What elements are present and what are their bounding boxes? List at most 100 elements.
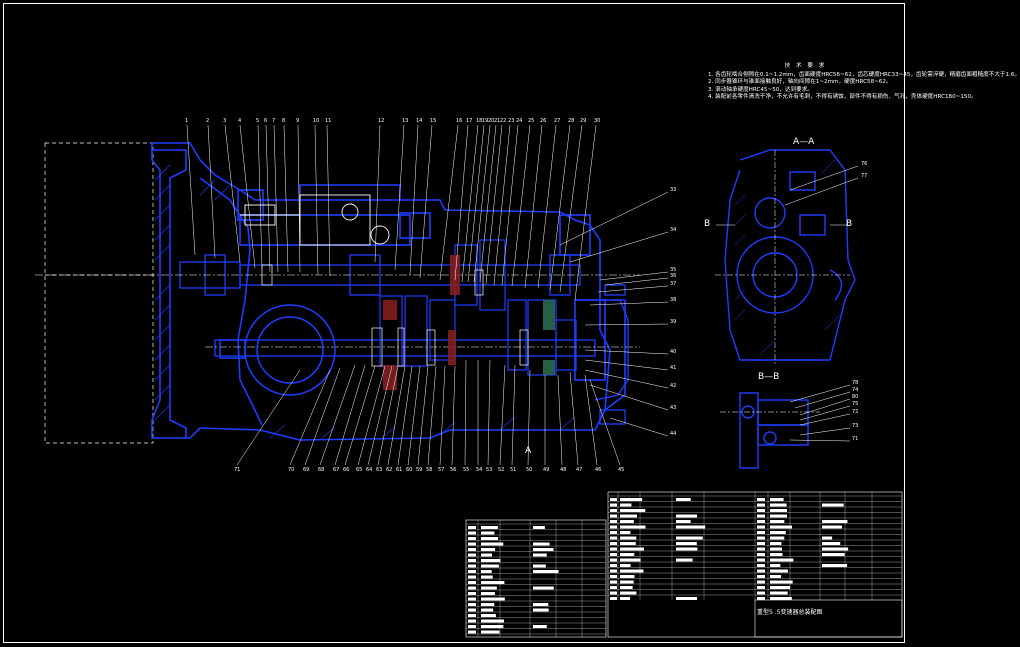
rear-cover bbox=[575, 284, 629, 425]
parts-list-entry bbox=[620, 509, 646, 512]
housing-hatching bbox=[154, 164, 576, 441]
parts-list-entry bbox=[481, 614, 496, 617]
balloon-bottom-65: 65 bbox=[356, 467, 363, 473]
balloon-bottom-71: 71 bbox=[234, 467, 241, 473]
balloon-view_a-76: 76 bbox=[861, 161, 868, 167]
parts-list-entry bbox=[481, 603, 495, 606]
leader-lines-top bbox=[186, 124, 597, 301]
balloon-top-15: 15 bbox=[430, 118, 437, 124]
parts-list-entry bbox=[770, 553, 783, 556]
balloon-top-26: 26 bbox=[540, 118, 547, 124]
parts-list-entry bbox=[757, 553, 765, 556]
parts-list-entry bbox=[533, 570, 559, 573]
parts-list-entry bbox=[676, 525, 706, 529]
section-a-a-hatch bbox=[734, 159, 841, 356]
balloon-top-9: 9 bbox=[296, 118, 300, 124]
balloon-top-10: 10 bbox=[313, 118, 320, 124]
balloon-top-28: 28 bbox=[568, 118, 575, 124]
parts-list-entry bbox=[468, 548, 476, 551]
balloon-top-25: 25 bbox=[528, 118, 535, 124]
balloon-view_b-80: 80 bbox=[852, 394, 859, 400]
balloon-right-35: 35 bbox=[670, 267, 677, 273]
parts-list-entry bbox=[620, 569, 644, 573]
parts-list-entry bbox=[770, 569, 788, 573]
parts-list-entry bbox=[620, 553, 635, 556]
parts-list-entry bbox=[533, 553, 547, 557]
parts-list-entry bbox=[757, 564, 765, 567]
parts-list-entry bbox=[770, 547, 783, 551]
parts-list-entry bbox=[610, 531, 617, 534]
parts-list-entry bbox=[620, 591, 637, 595]
parts-list-entry bbox=[770, 597, 792, 600]
parts-list-entry bbox=[620, 514, 638, 518]
drawing-title: 重型5 .5变速器总装配图 bbox=[757, 609, 823, 616]
parts-list-entry bbox=[757, 509, 765, 512]
leader-lines-right bbox=[559, 191, 669, 437]
parts-list-entry bbox=[757, 525, 765, 529]
parts-list-entry bbox=[610, 597, 617, 600]
parts-list-entry bbox=[757, 597, 765, 600]
parts-list-entry bbox=[610, 536, 617, 540]
parts-list-entry bbox=[610, 547, 617, 551]
parts-list-entry bbox=[468, 592, 476, 595]
section-b-b-label: B—B bbox=[758, 372, 780, 382]
balloon-right-38: 38 bbox=[670, 297, 677, 303]
balloon-right-40: 40 bbox=[670, 349, 677, 355]
parts-list-entry bbox=[610, 498, 617, 501]
parts-list-entry bbox=[610, 514, 617, 518]
balloon-view_b-72: 72 bbox=[852, 409, 859, 415]
parts-list-entry bbox=[610, 580, 617, 584]
balloon-bottom-50: 50 bbox=[526, 467, 533, 473]
parts-list-entry bbox=[468, 630, 476, 634]
parts-list-entry bbox=[676, 520, 691, 523]
balloon-right-42: 42 bbox=[670, 383, 677, 389]
tech-requirement-4: 4. 装配前各零件清洗干净，不允许有毛刺，不得有锈蚀，部件不得有损伤、气孔，壳体… bbox=[708, 93, 977, 100]
parts-list-entry bbox=[533, 542, 550, 546]
balloon-top-22: 22 bbox=[500, 118, 507, 124]
parts-list-entry bbox=[481, 537, 499, 540]
balloon-right-39: 39 bbox=[670, 319, 677, 325]
parts-list-entry bbox=[468, 581, 476, 584]
balloon-view_b-71: 71 bbox=[852, 436, 859, 442]
parts-list-entry bbox=[620, 575, 635, 578]
balloon-top-11: 11 bbox=[325, 118, 332, 124]
parts-list-entry bbox=[481, 542, 504, 546]
parts-list-entry bbox=[468, 575, 476, 579]
parts-list-entry bbox=[481, 597, 505, 601]
balloon-top-20: 20 bbox=[488, 118, 495, 124]
parts-list-entry bbox=[757, 514, 765, 518]
balloon-bottom-54: 54 bbox=[476, 467, 483, 473]
parts-list-entry bbox=[770, 564, 781, 567]
balloon-bottom-69: 69 bbox=[303, 467, 310, 473]
parts-list-entry bbox=[620, 503, 632, 507]
parts-list-entry bbox=[770, 586, 790, 589]
balloon-bottom-56: 56 bbox=[450, 467, 457, 473]
balloon-bottom-55: 55 bbox=[463, 467, 470, 473]
balloon-right-43: 43 bbox=[670, 405, 677, 411]
balloon-top-6: 6 bbox=[264, 118, 268, 124]
shift-tower bbox=[240, 194, 390, 246]
transmission-assembly-drawing bbox=[35, 124, 903, 638]
leader-lines-bottom bbox=[236, 359, 621, 466]
balloon-right-33: 33 bbox=[670, 187, 677, 193]
parts-list-entry bbox=[468, 586, 476, 590]
parts-list-entry bbox=[620, 580, 634, 584]
section-a-a-label: A—A bbox=[793, 137, 815, 147]
parts-list-entry bbox=[822, 503, 844, 507]
balloon-view_b-73: 73 bbox=[852, 423, 859, 429]
parts-list-entry bbox=[770, 558, 794, 562]
balloon-bottom-67: 67 bbox=[333, 467, 340, 473]
parts-list-entry bbox=[610, 503, 617, 507]
parts-list-entry bbox=[620, 547, 644, 551]
balloon-bottom-62: 62 bbox=[386, 467, 393, 473]
balloon-view_b-75: 75 bbox=[852, 401, 859, 407]
balloon-right-44: 44 bbox=[670, 431, 677, 437]
parts-list-entry bbox=[822, 536, 833, 540]
parts-list-entry bbox=[468, 608, 476, 612]
parts-list-entry bbox=[676, 514, 698, 518]
parts-list-entry bbox=[468, 603, 476, 606]
section-b-b-lines bbox=[720, 384, 851, 442]
tech-requirements-title: 技 术 要 求 bbox=[784, 63, 827, 69]
parts-list-entry bbox=[770, 536, 785, 540]
parts-list-entry bbox=[757, 558, 765, 562]
